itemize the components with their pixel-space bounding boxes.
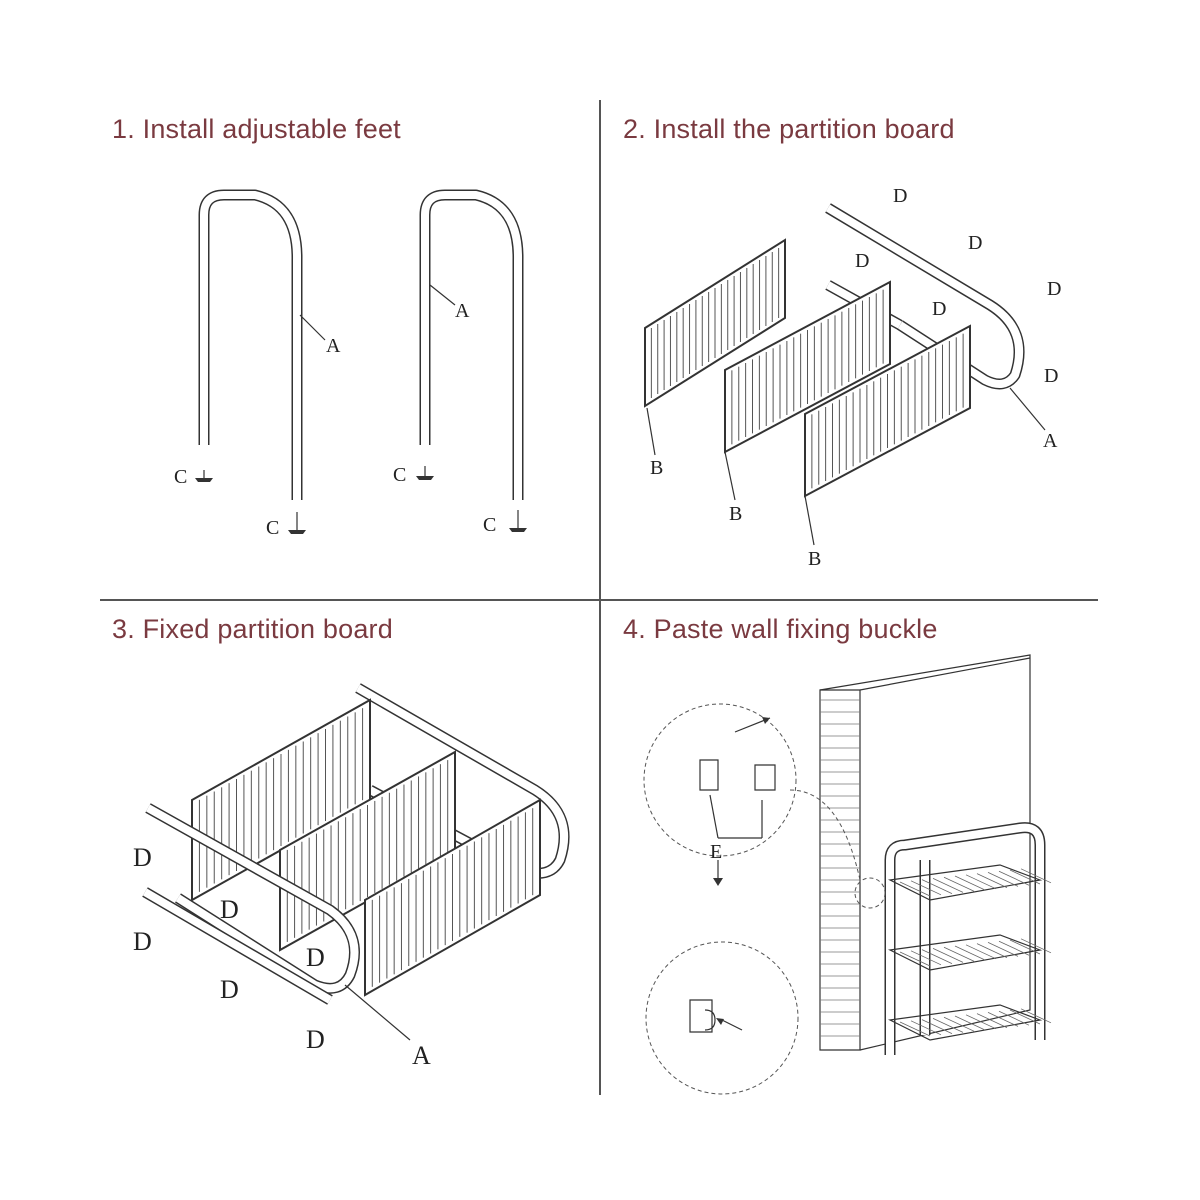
label-d: D <box>932 298 946 320</box>
detail-callout <box>854 877 886 909</box>
partition-board <box>724 280 891 454</box>
label-c: C <box>393 464 406 486</box>
u-frame-right <box>416 189 527 532</box>
label-a: A <box>412 1041 431 1070</box>
detail-circle-top <box>643 703 797 857</box>
partition-board <box>804 324 971 498</box>
u-frame-left <box>195 189 326 534</box>
shoe-rack <box>884 822 1052 1055</box>
label-d: D <box>306 943 325 972</box>
label-d: D <box>1044 365 1058 387</box>
horizontal-divider <box>100 599 1098 601</box>
step-1-illustration: A C C A C C <box>174 189 527 539</box>
label-d: D <box>968 232 982 254</box>
step-4-illustration: E <box>643 654 1052 1095</box>
detail-circle-bottom <box>645 941 799 1095</box>
partition-board <box>364 798 541 997</box>
label-d: D <box>133 843 152 872</box>
label-e: E <box>710 841 722 863</box>
label-d: D <box>1047 278 1061 300</box>
label-d: D <box>220 895 239 924</box>
label-d: D <box>306 1025 325 1054</box>
label-a: A <box>455 300 470 322</box>
step-2-illustration: D D D D D D A B B B <box>644 185 1061 570</box>
label-d: D <box>855 250 869 272</box>
label-b: B <box>808 548 821 570</box>
label-b: B <box>650 457 663 479</box>
label-c: C <box>174 466 187 488</box>
label-a: A <box>326 335 341 357</box>
vertical-divider <box>599 100 601 1095</box>
label-a: A <box>1043 430 1058 452</box>
step-4-title: 4. Paste wall fixing buckle <box>623 614 938 644</box>
step-3-illustration: D D D D D D A <box>133 683 570 1070</box>
label-d: D <box>220 975 239 1004</box>
label-b: B <box>729 503 742 525</box>
partition-board <box>644 238 786 408</box>
label-d: D <box>893 185 907 207</box>
label-c: C <box>483 514 496 536</box>
label-c: C <box>266 517 279 539</box>
label-d: D <box>133 927 152 956</box>
step-3-title: 3. Fixed partition board <box>112 614 393 644</box>
step-1-title: 1. Install adjustable feet <box>112 114 401 144</box>
step-2-title: 2. Install the partition board <box>623 114 955 144</box>
partition-board <box>191 698 371 902</box>
